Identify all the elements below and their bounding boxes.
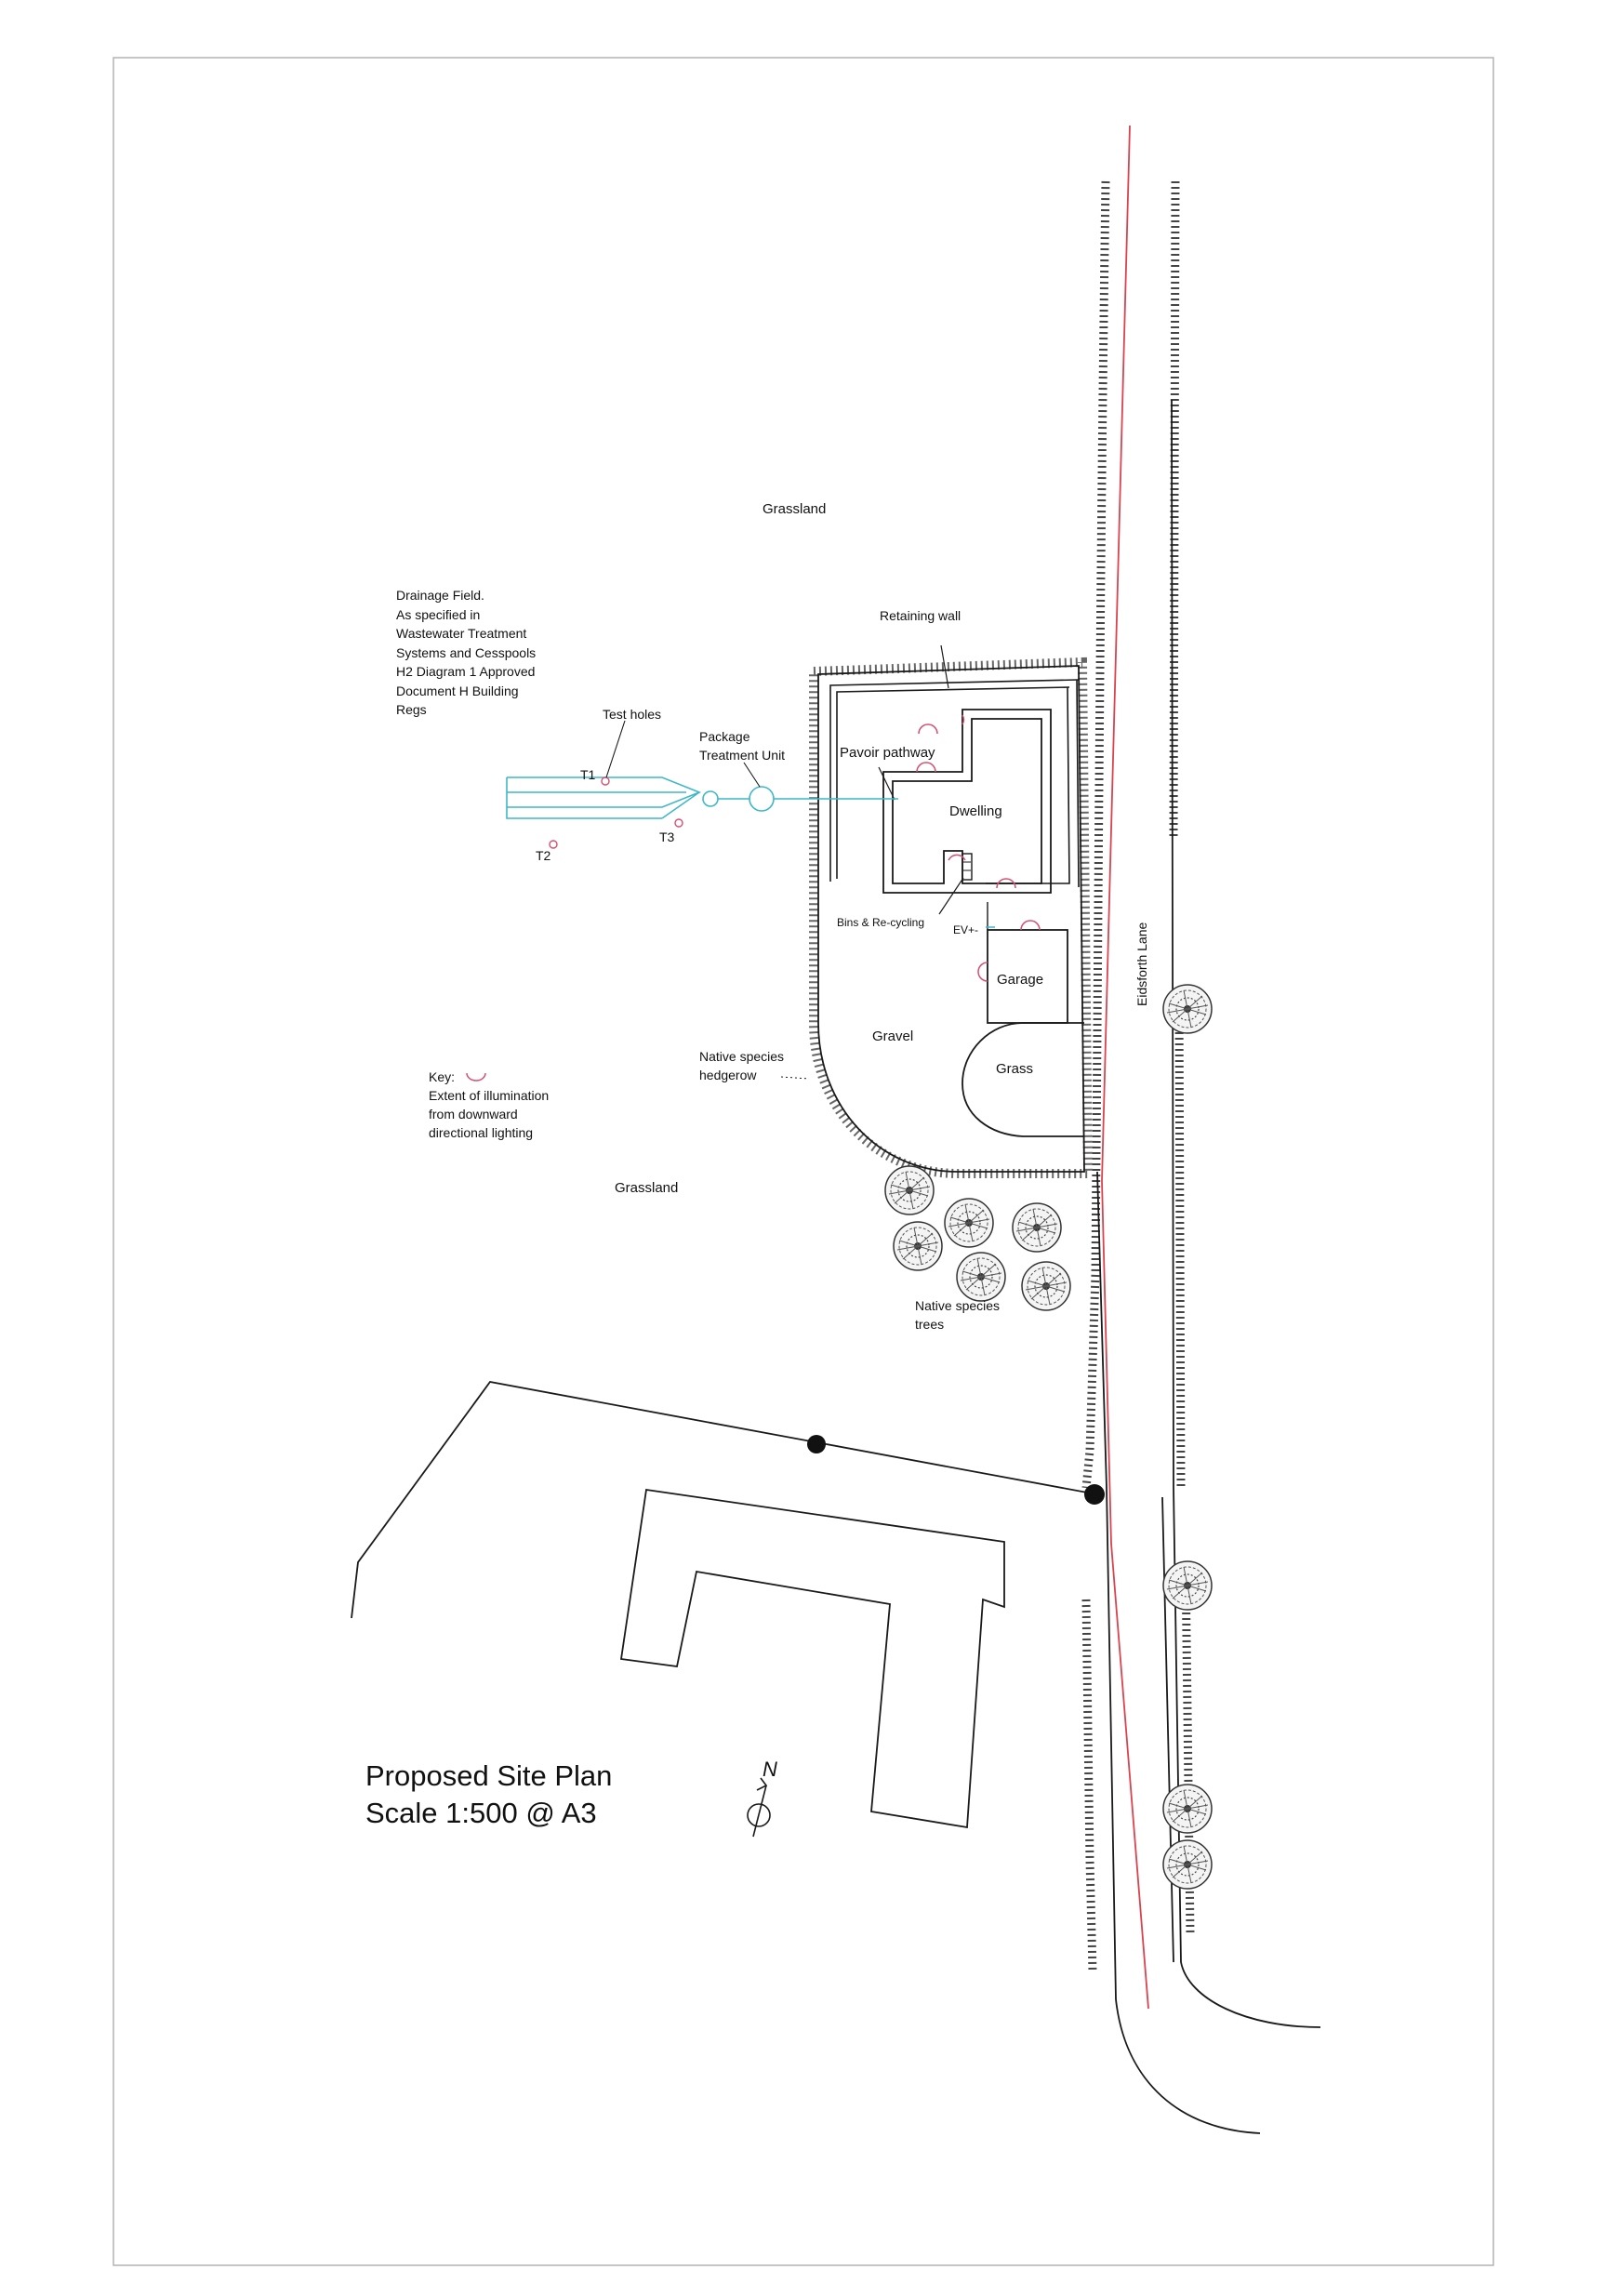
- drainage-field: [506, 776, 898, 819]
- native-trees-label: Native species trees: [915, 1298, 1001, 1332]
- boundary-post-1: [807, 1435, 826, 1453]
- hedgerow-leader: [780, 1076, 810, 1080]
- gravel-label: Gravel: [872, 1029, 914, 1044]
- plot-outline: [817, 665, 1085, 1173]
- plan-title: Proposed Site Plan Scale 1:500 @ A3: [365, 1759, 613, 1829]
- lighting-symbols: [466, 714, 1041, 1082]
- neighbouring-boundary: [351, 1381, 1098, 1619]
- road-hedges: [1081, 180, 1195, 1972]
- dwelling-label: Dwelling: [949, 803, 1002, 819]
- test-hole-leader: [605, 720, 626, 778]
- key-description: Extent of illumination from downward dir…: [429, 1088, 550, 1140]
- bins-recycling-label: Bins & Re-cycling: [837, 916, 925, 929]
- bins-leader: [938, 877, 964, 915]
- road-lines: [1096, 399, 1321, 2134]
- test-hole-t2-label: T2: [536, 848, 551, 863]
- test-hole-t3-label: T3: [659, 829, 675, 844]
- ptu-leader: [743, 762, 761, 788]
- retaining-wall-label: Retaining wall: [880, 608, 962, 623]
- pathway-leader: [878, 766, 895, 801]
- drainage-field-note: Drainage Field. As specified in Wastewat…: [396, 588, 537, 717]
- retaining-wall-leader: [940, 644, 949, 689]
- red-boundary-line: [1101, 125, 1149, 2010]
- test-holes-label: Test holes: [603, 707, 662, 722]
- key-title: Key:: [429, 1069, 456, 1084]
- plot-hedgerow: [809, 657, 1094, 1178]
- sheet-border: [113, 57, 1494, 2266]
- test-hole-t1-label: T1: [580, 767, 596, 782]
- north-arrow: [747, 1777, 771, 1838]
- test-holes: [549, 776, 683, 849]
- road-name-label: Eidsforth Lane: [1134, 922, 1149, 1006]
- native-trees: [884, 1165, 1071, 1311]
- north-letter: N: [763, 1758, 777, 1781]
- ev-charger-label: EV+-: [953, 923, 979, 936]
- grass-label: Grass: [996, 1061, 1034, 1077]
- grassland-top-label: Grassland: [763, 501, 827, 517]
- garage-label: Garage: [997, 972, 1044, 988]
- native-hedgerow-label: Native species hedgerow: [699, 1049, 785, 1082]
- grass-lawn: [962, 1022, 1084, 1137]
- package-treatment-unit-label: Package Treatment Unit: [699, 729, 786, 763]
- retaining-wall: [829, 679, 1080, 888]
- pavoir-pathway-label: Pavoir pathway: [840, 745, 935, 761]
- grassland-bottom-label: Grassland: [615, 1180, 679, 1196]
- bins-store: [962, 853, 973, 881]
- dwelling: [882, 709, 1052, 894]
- neighbouring-building: [619, 1488, 1005, 1829]
- boundary-post-2: [1084, 1484, 1105, 1505]
